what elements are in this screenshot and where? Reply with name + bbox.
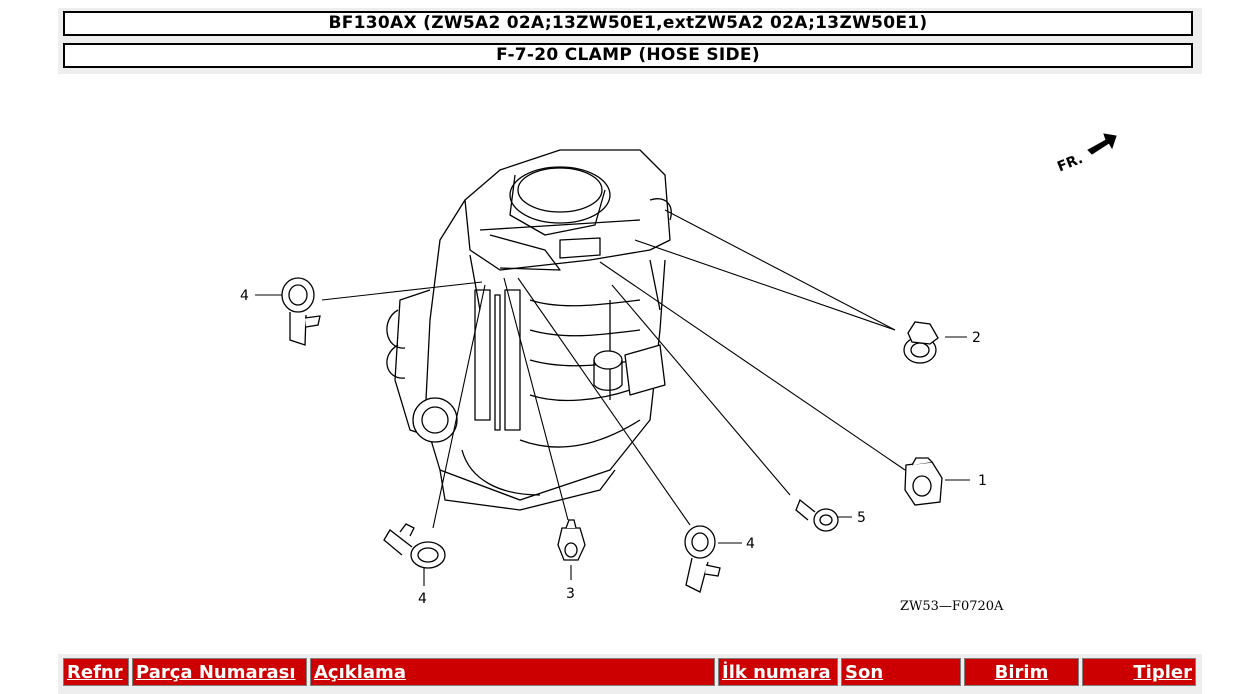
callout-4-right: 4 <box>746 536 755 552</box>
model-title: BF130AX (ZW5A2 02A;13ZW50E1,extZW5A2 02A… <box>63 11 1193 36</box>
clamp-parts <box>281 277 943 593</box>
part-4-clamp-bottom-right <box>684 525 721 593</box>
callout-3: 3 <box>566 586 575 602</box>
title-panel: BF130AX (ZW5A2 02A;13ZW50E1,extZW5A2 02A… <box>58 8 1202 74</box>
arrow-icon <box>1087 133 1117 155</box>
drawing-code: ZW53—F0720A <box>900 599 1004 614</box>
part-3-clamp <box>557 519 586 561</box>
part-2-clamp <box>903 321 939 364</box>
parts-table-header: Refnr Parça Numarası Açıklama İlk numara… <box>58 654 1202 694</box>
front-marker-label: FR. <box>1055 151 1085 176</box>
engine-block <box>386 149 672 511</box>
callout-2: 2 <box>972 330 981 346</box>
col-last[interactable]: Son <box>841 658 961 686</box>
col-types[interactable]: Tipler <box>1082 658 1196 686</box>
col-first-number[interactable]: İlk numara <box>718 658 838 686</box>
col-unit[interactable]: Birim <box>964 658 1079 686</box>
leader-lines <box>255 209 970 586</box>
col-refnr[interactable]: Refnr <box>63 658 129 686</box>
col-part-number[interactable]: Parça Numarası <box>132 658 307 686</box>
callout-5: 5 <box>857 510 866 526</box>
callout-1: 1 <box>978 473 987 489</box>
exploded-view-drawing: FR. 1 2 3 4 4 4 5 ZW53—F0720A <box>240 133 1117 614</box>
parts-diagram: FR. 1 2 3 4 4 4 5 ZW53—F0720A <box>0 80 1260 640</box>
callout-4-left: 4 <box>240 288 249 304</box>
col-description[interactable]: Açıklama <box>310 658 715 686</box>
section-title: F-7-20 CLAMP (HOSE SIDE) <box>63 43 1193 68</box>
part-5-clamp <box>795 498 839 532</box>
part-4-clamp-left <box>281 277 321 346</box>
callout-4-bottom: 4 <box>418 591 427 607</box>
part-1-clamp <box>904 457 943 506</box>
front-direction-marker: FR. <box>1055 133 1117 176</box>
part-4-clamp-bottom-left <box>383 523 446 569</box>
